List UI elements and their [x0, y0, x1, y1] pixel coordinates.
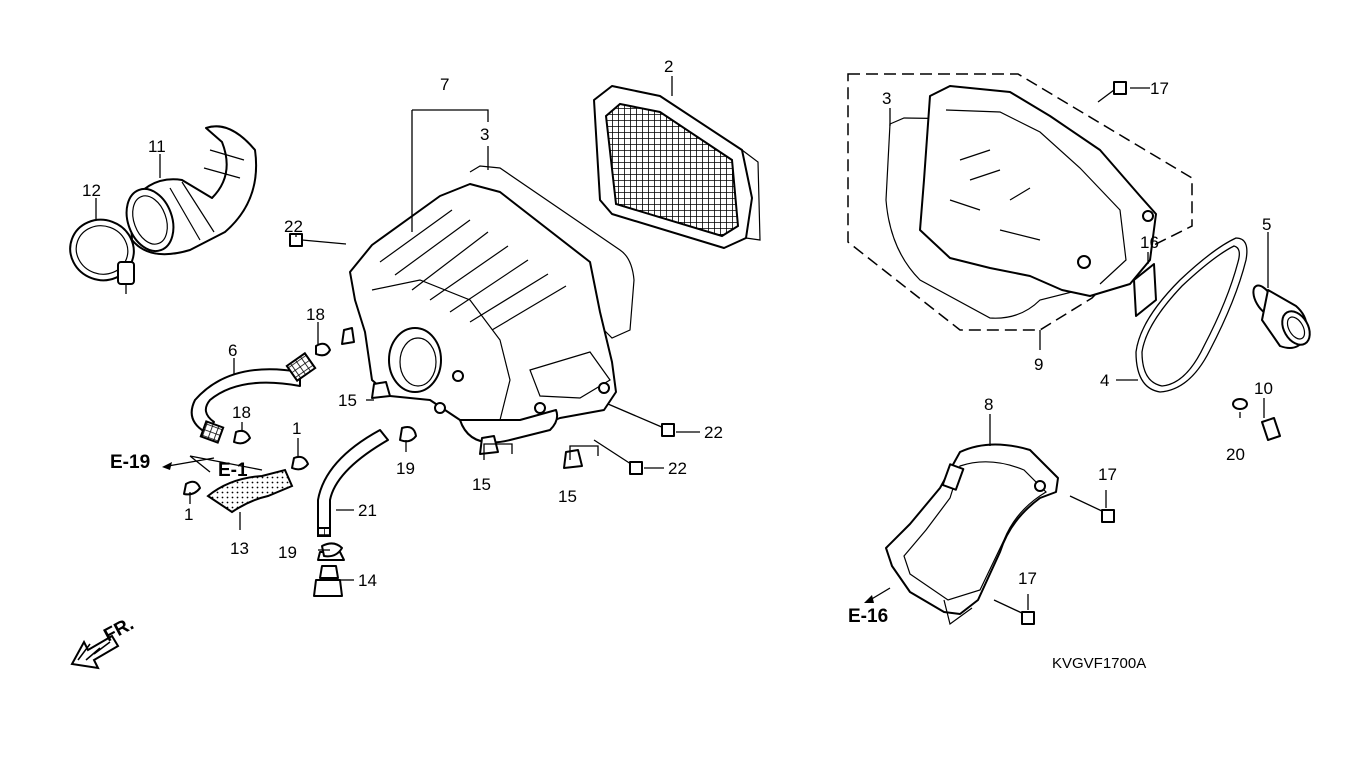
callout-3-right: 3 [882, 89, 891, 108]
callout-10: 10 [1254, 379, 1273, 398]
callout-18-top: 18 [306, 305, 325, 324]
drain-hose-part-13 [206, 468, 294, 514]
callout-16: 16 [1140, 233, 1159, 252]
drain-cap-part-10 [1232, 398, 1281, 441]
callout-15-right: 15 [558, 487, 577, 506]
callout-7: 7 [440, 75, 449, 94]
callout-19-bottom: 19 [278, 543, 297, 562]
reference-e19: E-19 [110, 452, 150, 473]
callout-12: 12 [82, 181, 101, 200]
callout-21: 21 [358, 501, 377, 520]
filter-element-part-2 [593, 85, 761, 249]
hose-band-part-12 [69, 218, 135, 294]
callout-22-middle: 22 [704, 423, 723, 442]
callout-18-bottom: 18 [232, 403, 251, 422]
callout-15-left: 15 [338, 391, 357, 410]
front-direction-marker: FR. [70, 614, 137, 670]
reference-e16: E-16 [848, 606, 888, 627]
callout-17-top: 17 [1150, 79, 1169, 98]
exploded-group-box [847, 73, 1193, 331]
inlet-duct-part-5 [1252, 284, 1311, 349]
drawing-code: KVGVF1700A [1052, 655, 1146, 672]
callout-1-right: 1 [292, 419, 301, 438]
reference-e1: E-1 [218, 460, 248, 481]
leader-lines [95, 76, 1269, 610]
case-cover-part-9 [885, 85, 1157, 319]
callout-20: 20 [1226, 445, 1245, 464]
grommets [341, 327, 583, 469]
drain-tube-part-21 [317, 429, 389, 537]
callout-5: 5 [1262, 215, 1271, 234]
callout-13: 13 [230, 539, 249, 558]
callout-3-left: 3 [480, 125, 489, 144]
case-cover-part-8 [885, 443, 1059, 626]
bolts [289, 81, 1127, 625]
callout-22-bottom: 22 [668, 459, 687, 478]
callout-4: 4 [1100, 371, 1109, 390]
label-part-16 [1133, 263, 1157, 317]
gasket-part-4 [1135, 237, 1248, 393]
breather-hose-part-6 [190, 351, 317, 444]
air-cleaner-case-part-7 [349, 109, 635, 444]
connecting-tube-part-11 [125, 125, 258, 256]
callout-9: 9 [1034, 355, 1043, 374]
callout-6: 6 [228, 341, 237, 360]
clips [183, 342, 417, 558]
callout-19-left: 19 [396, 459, 415, 478]
drain-plug-part-14 [313, 551, 345, 597]
callout-1-left: 1 [184, 505, 193, 524]
callout-22-top: 22 [284, 217, 303, 236]
callout-8: 8 [984, 395, 993, 414]
callout-14: 14 [358, 571, 377, 590]
callout-2: 2 [664, 57, 673, 76]
callout-17-bottom: 17 [1018, 569, 1037, 588]
callout-11: 11 [148, 137, 166, 156]
callout-17-middle: 17 [1098, 465, 1117, 484]
callout-15-middle: 15 [472, 475, 491, 494]
